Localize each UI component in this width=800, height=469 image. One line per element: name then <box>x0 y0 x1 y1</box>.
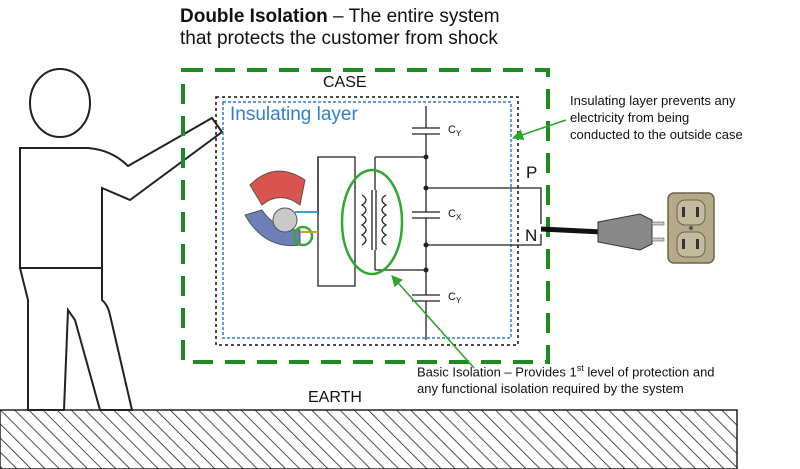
cap-sub: Y <box>455 296 462 306</box>
neutral-terminal-label: N <box>525 226 538 245</box>
cap-sub: X <box>455 213 462 223</box>
circuit-wiring <box>317 106 542 340</box>
cap-main: C <box>448 208 456 220</box>
note-line: Basic Isolation – Provides 1st level of … <box>417 363 715 381</box>
insulating-layer-arrow <box>511 119 567 141</box>
cap-main: C <box>448 124 456 136</box>
earth-ground <box>0 409 738 469</box>
title-line-2: that protects the customer from shock <box>180 27 498 49</box>
note-text: Basic Isolation – Provides 1 <box>417 364 577 380</box>
insulating-layer-boundary <box>222 101 512 339</box>
basic-isolation-ellipse <box>340 168 404 276</box>
note-text: level of protection and <box>583 364 715 380</box>
title-line-1: Double Isolation – The entire system <box>180 6 500 28</box>
inner-enclosure <box>215 96 519 346</box>
insulating-layer-note: Insulating layer prevents any electricit… <box>570 93 743 144</box>
diagram-title: Double Isolation – The entire system tha… <box>180 6 500 50</box>
insulating-layer-label: Insulating layer <box>230 104 358 125</box>
earth-label: EARTH <box>308 389 362 406</box>
phase-terminal-label: P <box>526 163 538 182</box>
power-plug <box>540 213 665 251</box>
note-line: electricity from being <box>570 109 690 125</box>
cap-main: C <box>448 291 456 303</box>
title-rest: – The entire system <box>327 6 500 27</box>
capacitor-label-cx: CX <box>448 208 461 222</box>
basic-isolation-arrow <box>391 275 475 369</box>
capacitor-label-cy-top: CY <box>448 124 461 138</box>
case-boundary <box>181 68 550 364</box>
person-figure <box>18 68 224 411</box>
note-line: any functional isolation required by the… <box>417 381 684 397</box>
cap-sub: Y <box>455 129 462 139</box>
note-line: conducted to the outside case <box>570 126 743 142</box>
case-label: CASE <box>323 74 367 91</box>
wall-outlet <box>667 192 715 264</box>
note-line: Insulating layer prevents any <box>570 93 736 108</box>
basic-isolation-note: Basic Isolation – Provides 1st level of … <box>417 363 715 398</box>
motor-image <box>244 170 318 247</box>
note-sup: st <box>576 363 584 373</box>
junction-dots <box>423 154 429 273</box>
title-bold: Double Isolation <box>180 6 328 27</box>
capacitor-label-cy-bottom: CY <box>448 291 461 305</box>
